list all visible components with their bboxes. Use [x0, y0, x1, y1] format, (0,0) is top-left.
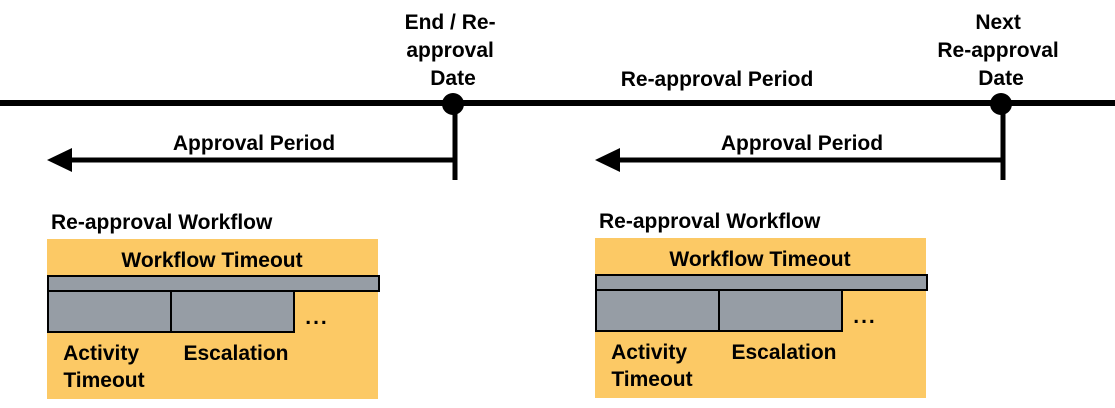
- escalation-bar-2: [718, 289, 843, 332]
- activity-timeout-label-1-line-2: Timeout: [63, 369, 144, 392]
- end-date-label-line-1: End / Re-: [405, 11, 496, 34]
- workflow-ellipsis-2: ...: [853, 305, 877, 328]
- approval-period-label-1: Approval Period: [173, 132, 335, 155]
- next-date-label-line-3: Date: [978, 67, 1024, 90]
- end-date-label-line-2: approval: [406, 39, 494, 62]
- reapproval-workflow-2: Re-approval Workflow Workflow Timeout ..…: [595, 210, 928, 398]
- workflow-timeout-bar-2: [595, 274, 928, 291]
- activity-timeout-bar-2: [595, 289, 720, 332]
- workflow-ellipsis-1: ...: [305, 306, 329, 329]
- workflow-title-2: Re-approval Workflow: [599, 210, 821, 233]
- activity-timeout-label-2-line-2: Timeout: [611, 368, 692, 391]
- workflow-timeout-label-2: Workflow Timeout: [669, 248, 850, 271]
- activity-timeout-label-2-line-1: Activity: [611, 341, 687, 364]
- workflow-title-1: Re-approval Workflow: [51, 211, 273, 234]
- activity-timeout-label-2: Activity Timeout: [611, 341, 693, 391]
- next-date-label: Next Re-approval Date: [937, 11, 1064, 90]
- reapproval-workflow-1: Re-approval Workflow Workflow Timeout ..…: [47, 211, 380, 399]
- next-date-label-line-2: Re-approval: [937, 39, 1058, 62]
- reapproval-period-label: Re-approval Period: [621, 68, 814, 91]
- approval-period-arrow-head-1: [47, 148, 72, 172]
- workflow-timeout-bar-1: [47, 275, 380, 292]
- end-date-label-line-3: Date: [430, 67, 476, 90]
- activity-timeout-label-1: Activity Timeout: [63, 342, 145, 392]
- end-date-label: End / Re- approval Date: [405, 11, 502, 90]
- next-date-label-line-1: Next: [975, 11, 1021, 34]
- activity-timeout-bar-1: [47, 290, 172, 333]
- approval-period-label-2: Approval Period: [721, 132, 883, 155]
- approval-period-arrow-head-2: [595, 148, 620, 172]
- workflow-timeout-label-1: Workflow Timeout: [121, 249, 302, 272]
- escalation-bar-1: [170, 290, 295, 333]
- escalation-label-2: Escalation: [731, 341, 836, 364]
- escalation-label-1: Escalation: [183, 342, 288, 365]
- activity-timeout-label-1-line-1: Activity: [63, 342, 139, 365]
